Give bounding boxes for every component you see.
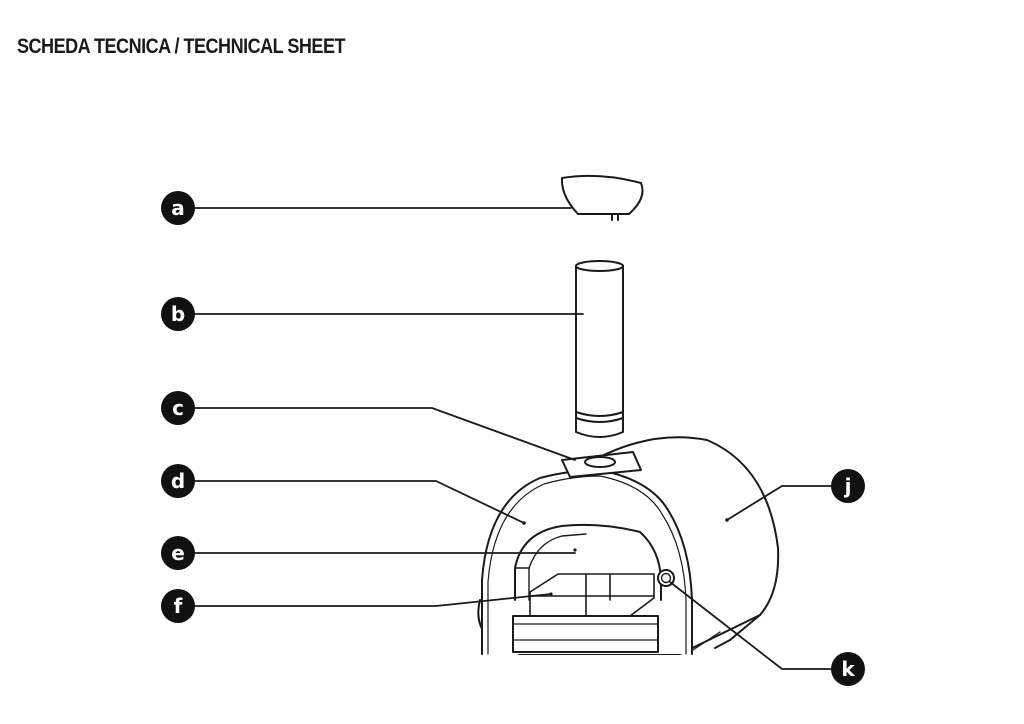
callout-badge-b: b [161, 297, 195, 331]
callout-badge-k: k [831, 652, 865, 686]
callout-badge-j: j [831, 469, 865, 503]
callout-label-e: e [171, 541, 185, 565]
callout-label-b: b [171, 302, 185, 326]
callout-badges: a b c d e f j k [161, 191, 865, 686]
callout-label-f: f [174, 594, 183, 618]
callout-label-a: a [171, 196, 185, 220]
callout-badge-d: d [161, 464, 195, 498]
callout-badge-f: f [161, 589, 195, 623]
leader-line-j [726, 485, 832, 521]
callout-label-c: c [172, 396, 184, 420]
leader-lines [194, 207, 832, 670]
callout-label-d: d [171, 469, 185, 493]
flue-pipe [575, 260, 624, 438]
oven-illustration [477, 174, 780, 655]
leader-line-k [669, 581, 832, 670]
flue-collar [561, 451, 642, 478]
leader-line-c [194, 407, 576, 461]
page-title: SCHEDA TECNICA / TECHNICAL SHEET [17, 35, 346, 58]
callout-badge-a: a [161, 191, 195, 225]
callout-label-j: j [844, 474, 852, 498]
thermometer [657, 569, 675, 587]
oven-door-slab [512, 615, 659, 653]
leader-line-d [194, 480, 525, 524]
callout-badge-c: c [161, 391, 195, 425]
callout-label-k: k [841, 657, 855, 681]
callout-badge-e: e [161, 536, 195, 570]
chimney-cap [560, 174, 644, 221]
leader-line-f [194, 593, 552, 607]
